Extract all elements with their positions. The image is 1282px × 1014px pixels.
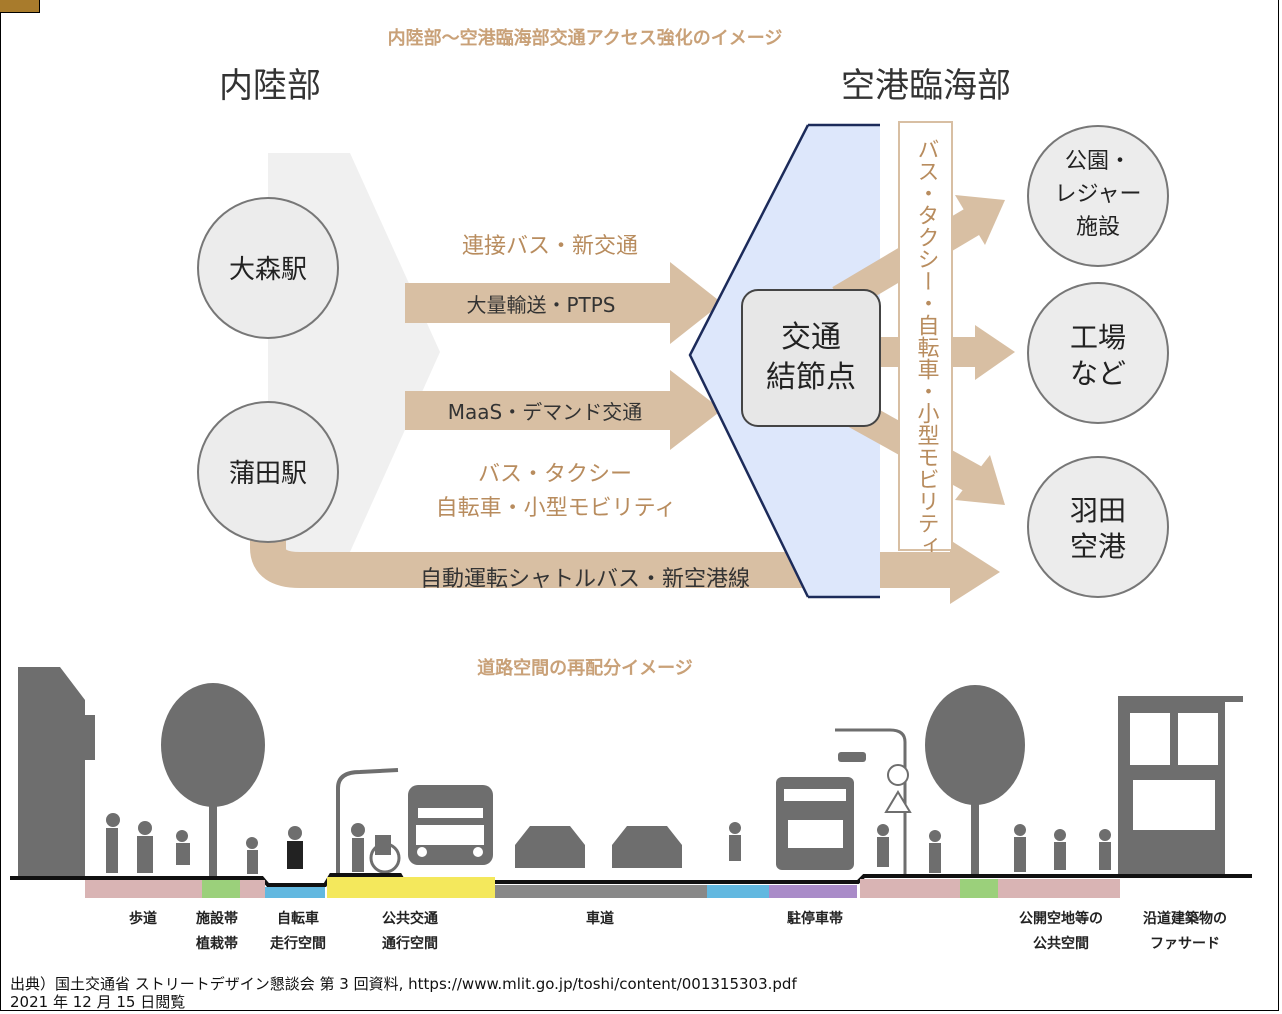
family-icon: [1014, 824, 1026, 836]
road-diagram-title: 道路空間の再配分イメージ: [477, 658, 693, 679]
seated-person-icon: [176, 830, 188, 842]
park-circle: [1027, 125, 1169, 267]
person-with-wheelchair-icon: [351, 823, 365, 837]
label-bike-1: 自転車: [277, 911, 319, 927]
label-open-2: 公共空間: [1033, 936, 1089, 952]
warning-sign-icon: [884, 790, 912, 813]
left-street-lamp-icon: [336, 768, 399, 878]
access-date: 2021 年 12 月 15 日閲覧: [10, 993, 186, 1011]
factory-label-1: 工場: [1070, 321, 1126, 354]
coastal-heading: 空港臨海部: [841, 66, 1011, 106]
label-sidewalk: 歩道: [129, 911, 157, 927]
factory-label-2: など: [1070, 357, 1126, 390]
photographer-icon: [877, 824, 889, 836]
left-building-icon: [18, 667, 85, 878]
hub-label-1: 交通: [781, 320, 841, 355]
traffic-signal-icon: [838, 752, 866, 762]
airport-label-1: 羽田: [1070, 494, 1126, 527]
pedestrian-2-icon: [138, 821, 152, 835]
hub-panel-edge: [688, 124, 810, 598]
mobility-box-label: バス・タクシー・自転車・小型モビリティ: [914, 138, 940, 556]
bicycle-sign-icon: [887, 764, 909, 786]
omori-station-circle: [197, 197, 339, 339]
label-bike-2: 走行空間: [270, 936, 326, 952]
left-tree-icon: [161, 683, 265, 807]
label-transit-1: 公共交通: [382, 911, 438, 927]
label-open-1: 公開空地等の: [1019, 911, 1103, 927]
inland-heading: 内陸部: [219, 66, 321, 106]
corner-tab: [0, 0, 40, 13]
lower-arrow-label: MaaS・デマンド交通: [448, 400, 642, 424]
label-facility-2: 植栽帯: [196, 936, 238, 952]
walker-icon: [246, 837, 258, 849]
mobility-box: [898, 121, 953, 551]
airport-label-2: 空港: [1070, 530, 1126, 563]
lower-arrow: [405, 370, 722, 450]
kamata-station-circle: [197, 401, 339, 543]
park-label-2: レジャー: [1055, 182, 1142, 207]
zone-roadway: [495, 885, 707, 898]
left-tree-trunk: [209, 790, 217, 878]
walker-right-icon: [929, 830, 941, 842]
kamata-station-label: 蒲田駅: [229, 459, 307, 489]
road-illustration: [18, 667, 1243, 878]
car-2-icon: [612, 826, 682, 868]
zone-bike-lane-right: [707, 885, 769, 898]
hub-label-2: 結節点: [766, 360, 856, 395]
zone-sidewalk-right: [860, 879, 960, 898]
pedestrian-icon: [106, 813, 120, 827]
zone-sidewalk-edge: [240, 880, 265, 898]
zone-planting-right: [960, 879, 998, 898]
bottom-arrow-body: [250, 520, 950, 588]
left-building-sign: [85, 715, 95, 760]
label-facility-1: 施設帯: [196, 911, 238, 927]
cafe-people-icon: [1054, 829, 1066, 841]
road-cyclist-icon: [729, 822, 741, 834]
omori-station-label: 大森駅: [229, 255, 307, 285]
label-parking: 駐停車帯: [787, 911, 843, 927]
lower-arrow-caption-1: バス・タクシー: [478, 462, 632, 487]
arrow-to-park-head: [955, 195, 1005, 245]
traffic-pole-icon: [835, 728, 907, 878]
label-facade-2: ファサード: [1150, 936, 1220, 952]
hub-box: [741, 289, 881, 427]
top-diagram-title: 内陸部〜空港臨海部交通アクセス強化のイメージ: [387, 28, 783, 49]
park-label-1: 公園・: [1065, 149, 1131, 174]
label-facade-1: 沿道建築物の: [1143, 911, 1227, 927]
upper-arrow: [405, 262, 722, 344]
upper-arrow-label: 大量輸送・PTPS: [466, 293, 615, 317]
factory-circle: [1027, 282, 1169, 424]
zone-open-space: [998, 879, 1120, 898]
zone-planting: [202, 880, 240, 898]
zone-bike-lane: [265, 887, 325, 898]
label-roadway: 車道: [586, 911, 614, 927]
zone-sidewalk: [85, 880, 202, 898]
upper-arrow-caption: 連接バス・新交通: [462, 234, 638, 259]
right-tree-icon: [925, 685, 1025, 805]
cyclist-icon: [288, 826, 302, 840]
zone-transit: [327, 877, 495, 898]
bottom-arrow-label: 自動運転シャトルバス・新空港線: [420, 567, 750, 592]
lower-arrow-caption-2: 自転車・小型モビリティ: [436, 496, 677, 521]
arrow-to-factory-head: [975, 325, 1015, 380]
bottom-arrow-head: [950, 540, 1000, 604]
arrow-to-airport-head: [955, 455, 1005, 505]
airport-circle: [1027, 456, 1169, 598]
source-citation: 出典）国土交通省 ストリートデザイン懇談会 第 3 回資料, https://w…: [10, 975, 797, 993]
park-label-3: 施設: [1076, 215, 1120, 240]
car-icon: [515, 826, 585, 868]
zone-parking: [769, 885, 857, 898]
label-transit-2: 通行空間: [382, 936, 438, 952]
